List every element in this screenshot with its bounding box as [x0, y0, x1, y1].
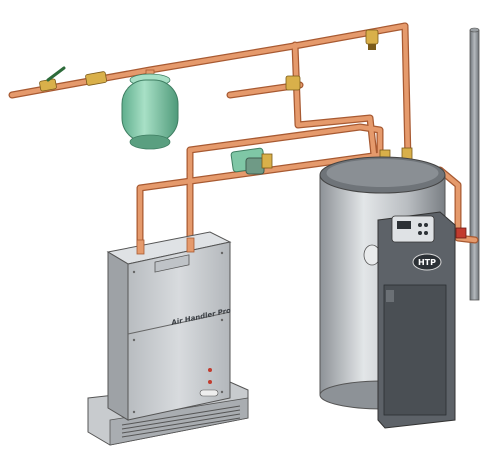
union-fitting	[85, 71, 107, 86]
mixing-valve	[285, 75, 301, 91]
air-handler: Air Handler Pro	[87, 231, 249, 446]
vent-pipe	[469, 27, 480, 301]
expansion-tank	[121, 69, 179, 150]
circulator-pump	[230, 147, 273, 175]
ball-valve-left	[39, 66, 66, 92]
htp-logo-text: HTP	[418, 258, 436, 267]
relief-valve	[365, 29, 379, 50]
water-heater: HTP	[319, 156, 456, 429]
